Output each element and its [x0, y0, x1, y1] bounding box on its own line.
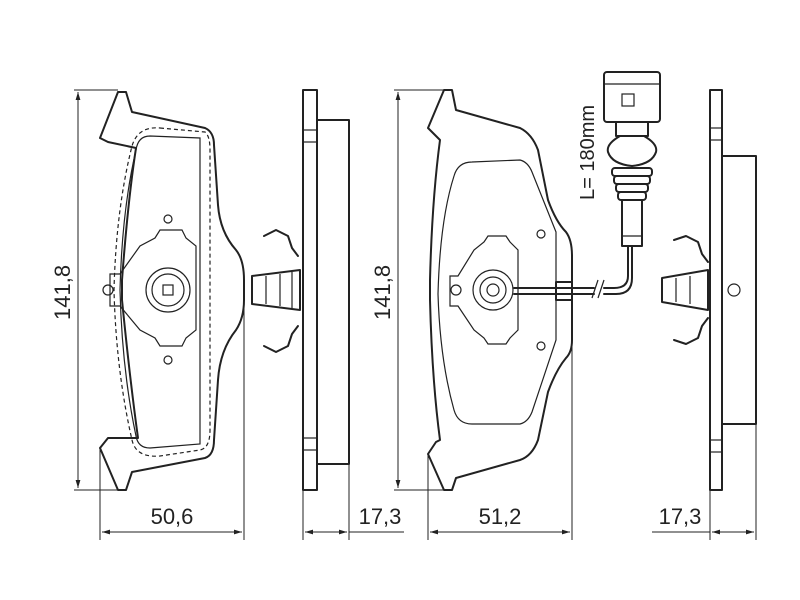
left-pad-side-view: [251, 89, 350, 491]
left-width-label: 50,6: [151, 504, 194, 529]
wear-sensor: L= 180mm: [513, 71, 661, 301]
right-pad-side-view: [661, 89, 757, 491]
right-width-label: 51,2: [479, 504, 522, 529]
right-height-label: 141,8: [370, 265, 395, 320]
left-pad-front-view: [99, 91, 245, 491]
left-thickness-label: 17,3: [359, 504, 402, 529]
left-height-label: 141,8: [50, 265, 75, 320]
right-pad-front-view: [427, 89, 573, 491]
right-thickness-label: 17,3: [659, 504, 702, 529]
dimension-lines: [74, 89, 757, 540]
sensor-cable-length-label: L= 180mm: [577, 105, 599, 200]
